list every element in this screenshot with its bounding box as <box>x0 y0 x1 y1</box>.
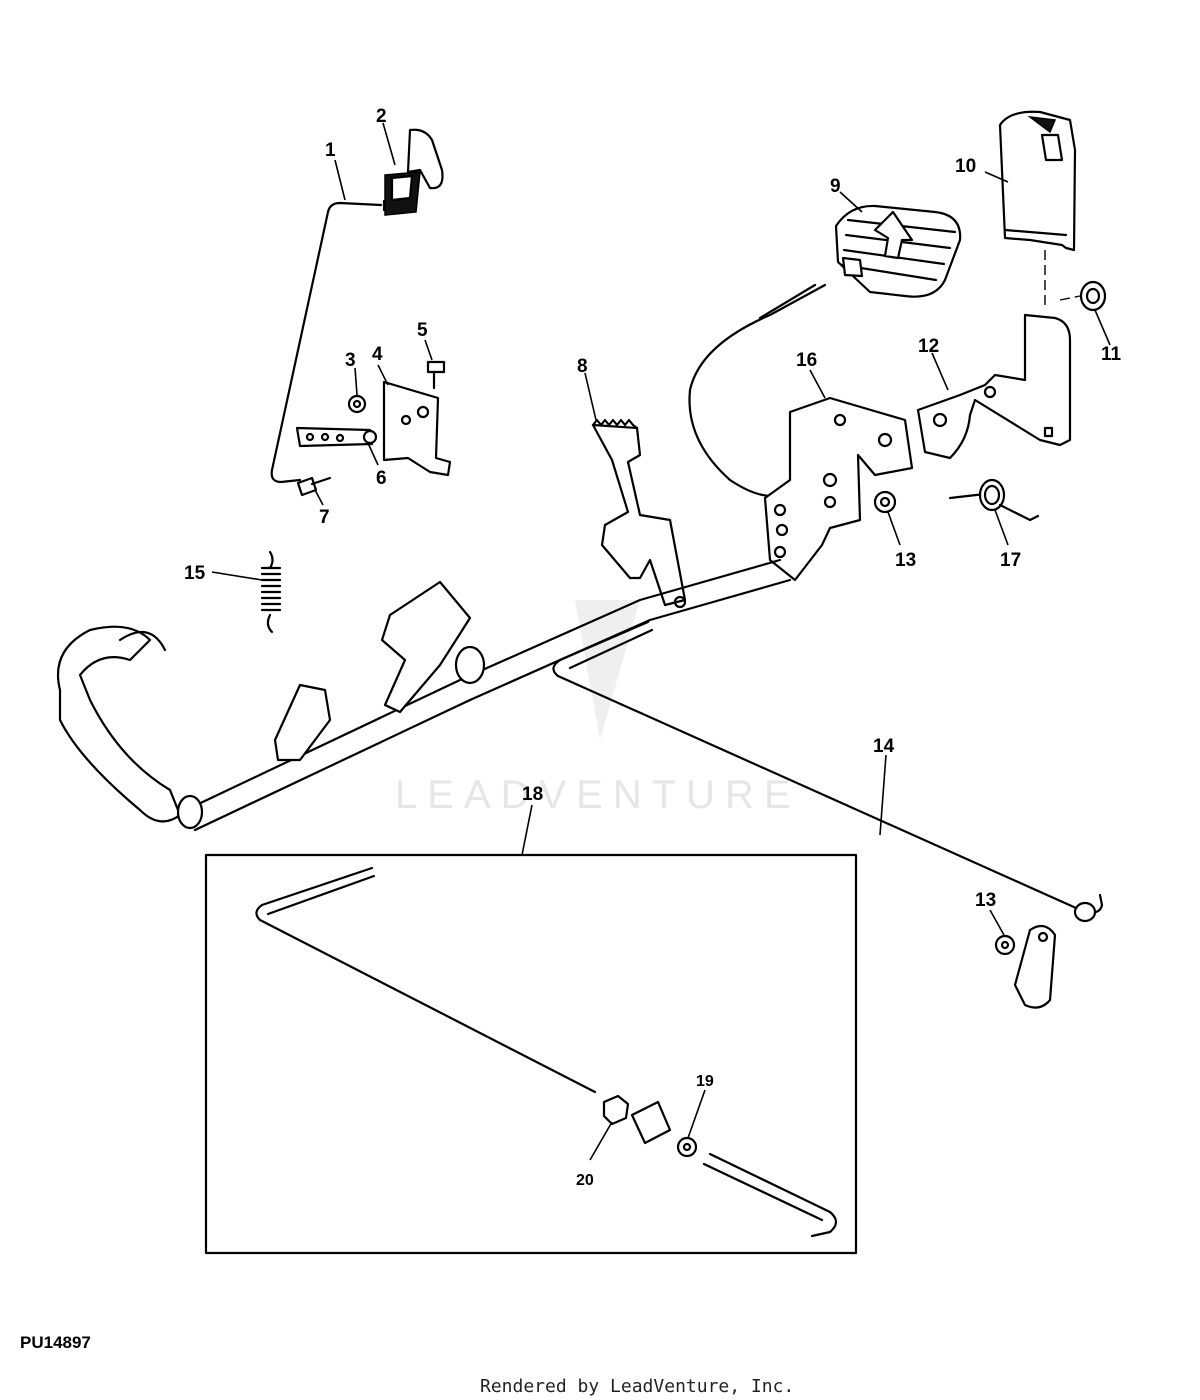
watermark-text: LEADVENTURE <box>395 773 801 817</box>
callout-9: 9 <box>830 176 841 197</box>
callout-8: 8 <box>577 356 588 377</box>
part-3-nut[interactable] <box>347 394 367 414</box>
callout-2: 2 <box>376 106 387 127</box>
callout-13a: 13 <box>895 550 916 571</box>
callout-17: 17 <box>1000 550 1021 571</box>
part-13-nut-lower[interactable] <box>994 934 1016 956</box>
part-5-bolt[interactable] <box>426 360 446 390</box>
callout-10: 10 <box>955 156 976 177</box>
part-9-pedal-pad[interactable] <box>834 204 962 298</box>
callout-3: 3 <box>345 350 356 371</box>
part-10-pedal-pad[interactable] <box>998 110 1077 310</box>
callout-6: 6 <box>376 468 387 489</box>
callout-1: 1 <box>325 140 336 161</box>
part-11-washer[interactable] <box>1059 280 1107 312</box>
callout-11: 11 <box>1101 344 1122 365</box>
inset-box <box>204 853 858 1255</box>
part-17-spring[interactable] <box>948 478 1040 522</box>
part-20-nut[interactable] <box>602 1094 630 1126</box>
part-19-nut[interactable] <box>676 1136 698 1158</box>
callout-14: 14 <box>873 736 895 757</box>
part-6-link[interactable] <box>295 426 378 448</box>
part-15-spring[interactable] <box>260 550 282 634</box>
callout-5: 5 <box>417 320 428 341</box>
watermark: LEADVENTURE <box>395 600 801 817</box>
part-13-nut-upper[interactable] <box>873 490 897 514</box>
part-1-rod[interactable] <box>270 199 386 484</box>
callouts: 1 2 3 4 5 6 7 8 9 10 11 12 13 13 14 15 1… <box>184 106 1122 1189</box>
callout-12: 12 <box>918 336 939 357</box>
part-18-rod-assembly[interactable] <box>255 866 838 1238</box>
callout-7: 7 <box>319 507 330 528</box>
leader-lines <box>211 122 1111 1161</box>
lever-lower-right[interactable] <box>1013 924 1057 1009</box>
part-8-ratchet-lever[interactable] <box>591 418 687 609</box>
callout-18: 18 <box>522 784 543 805</box>
part-16-pivot-bracket[interactable] <box>688 283 914 582</box>
callout-4: 4 <box>372 344 383 365</box>
part-2-knob[interactable] <box>384 128 444 216</box>
callout-16: 16 <box>796 350 817 371</box>
diagram-id: PU14897 <box>20 1333 91 1352</box>
coupler-tube[interactable] <box>630 1100 672 1145</box>
part-7-bolt[interactable] <box>296 476 332 497</box>
cross-shaft[interactable] <box>56 558 792 832</box>
callout-13b: 13 <box>975 890 996 911</box>
callout-19: 19 <box>696 1073 714 1090</box>
callout-15: 15 <box>184 563 206 584</box>
part-12-pedal-arm[interactable] <box>916 313 1072 460</box>
footer-credit: Rendered by LeadVenture, Inc. <box>480 1376 794 1397</box>
callout-20: 20 <box>576 1172 594 1189</box>
part-4-bracket[interactable] <box>382 380 452 477</box>
part-14-rod[interactable] <box>552 620 1104 923</box>
